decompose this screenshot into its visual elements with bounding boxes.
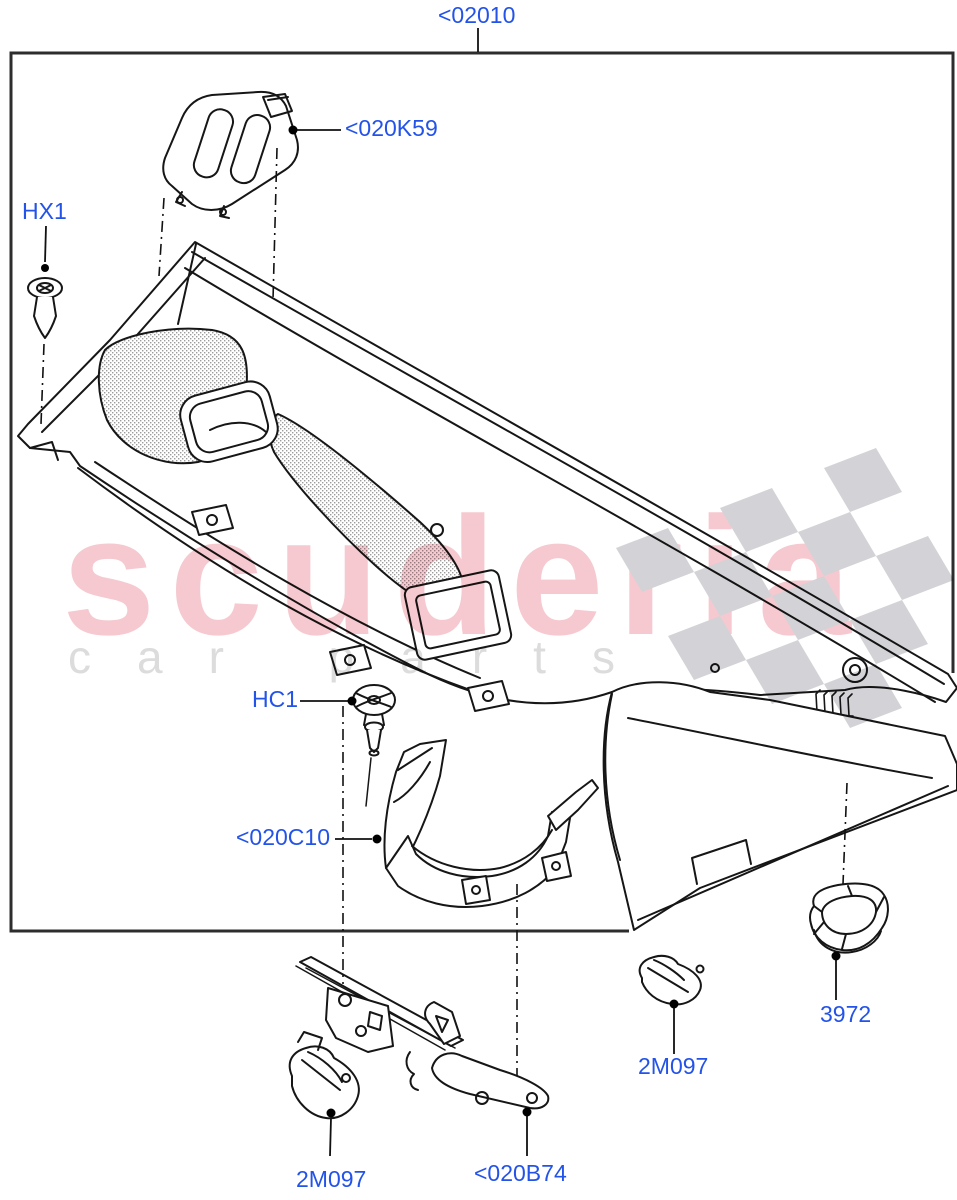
callout-fastener[interactable]: HC1 xyxy=(252,686,299,712)
callout-washer-jet-left[interactable]: 2M097 xyxy=(296,1166,367,1192)
callout-cover[interactable]: <020K59 xyxy=(345,115,438,141)
datum-lines xyxy=(40,147,848,1076)
callout-push-pin[interactable]: HX1 xyxy=(22,198,67,224)
callout-grommet[interactable]: 3972 xyxy=(820,1001,872,1027)
lower-cowl-part-art xyxy=(383,739,599,908)
grommet-art xyxy=(809,882,889,954)
lower-under-panel-art xyxy=(602,681,957,931)
cover-part-art xyxy=(162,90,299,219)
leader-lines xyxy=(44,28,837,1157)
callout-washer-jet-right[interactable]: 2M097 xyxy=(638,1053,709,1079)
leader-dots xyxy=(41,125,841,1118)
callout-lower-cowl[interactable]: <020C10 xyxy=(236,824,330,850)
support-bracket-art xyxy=(295,956,550,1110)
diagram-frame xyxy=(9,51,955,933)
fastener-art xyxy=(352,684,396,807)
callout-support-bracket[interactable]: <020B74 xyxy=(474,1160,567,1186)
callout-main-panel[interactable]: <02010 xyxy=(438,2,516,28)
washer-jet-left-art xyxy=(288,1031,360,1120)
push-pin-art xyxy=(27,277,63,339)
washer-jet-right-art xyxy=(638,954,705,1006)
